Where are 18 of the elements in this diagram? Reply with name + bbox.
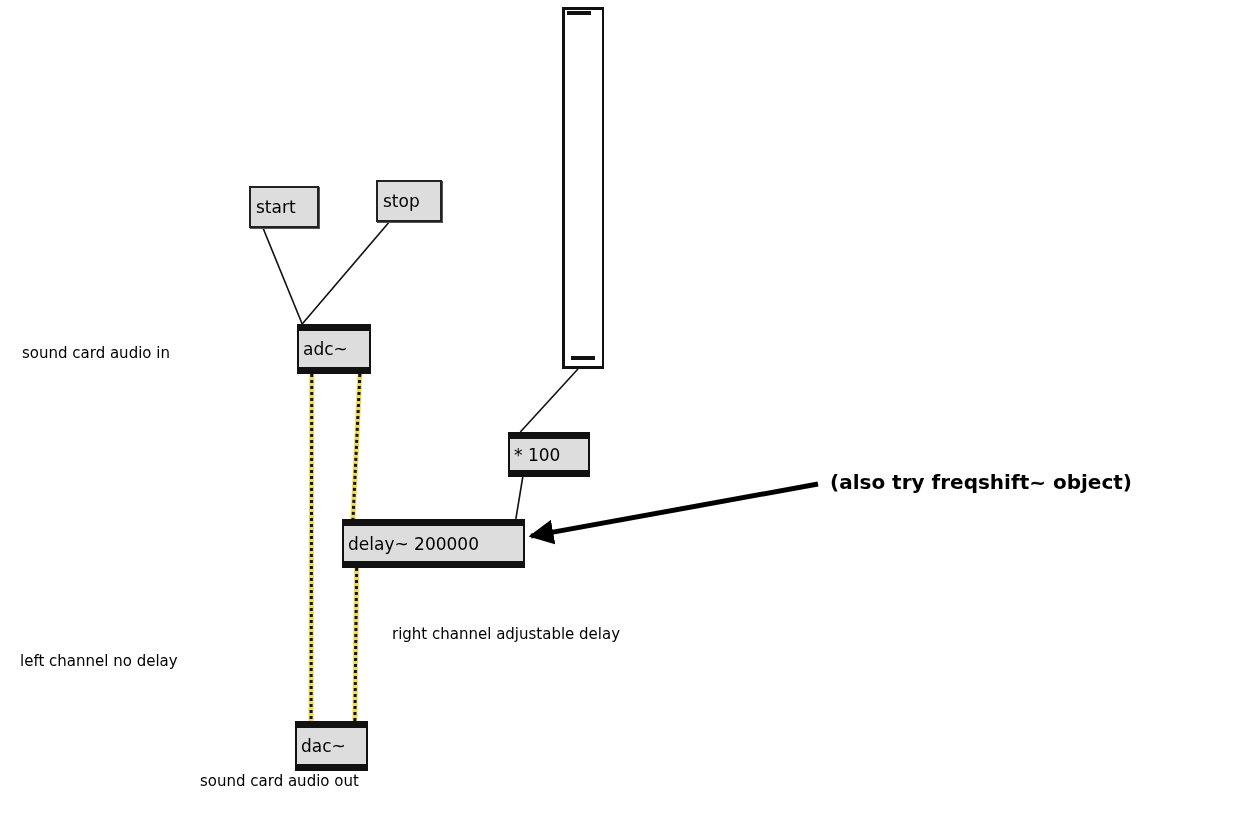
- vertical-slider: [562, 7, 604, 369]
- object-text: delay~ 200000: [348, 533, 479, 554]
- annotation-text: sound card audio out: [200, 772, 359, 790]
- object-box: [508, 432, 590, 477]
- message-box: [376, 180, 442, 222]
- object-box: [297, 324, 371, 374]
- object-text: stop: [383, 191, 420, 211]
- annotation-text: sound card audio in: [22, 344, 170, 362]
- note-text: (also try freqshift~ object): [830, 462, 1235, 502]
- object-text: start: [256, 197, 296, 217]
- message-box: [249, 186, 319, 228]
- object-text: dac~: [301, 736, 346, 756]
- object-text: adc~: [303, 339, 348, 359]
- object-box: [295, 721, 368, 771]
- object-text: * 100: [514, 444, 561, 465]
- annotation-text: right channel adjustable delay: [392, 625, 621, 643]
- object-box: [342, 519, 525, 568]
- annotation-text: left channel no delay: [20, 652, 178, 670]
